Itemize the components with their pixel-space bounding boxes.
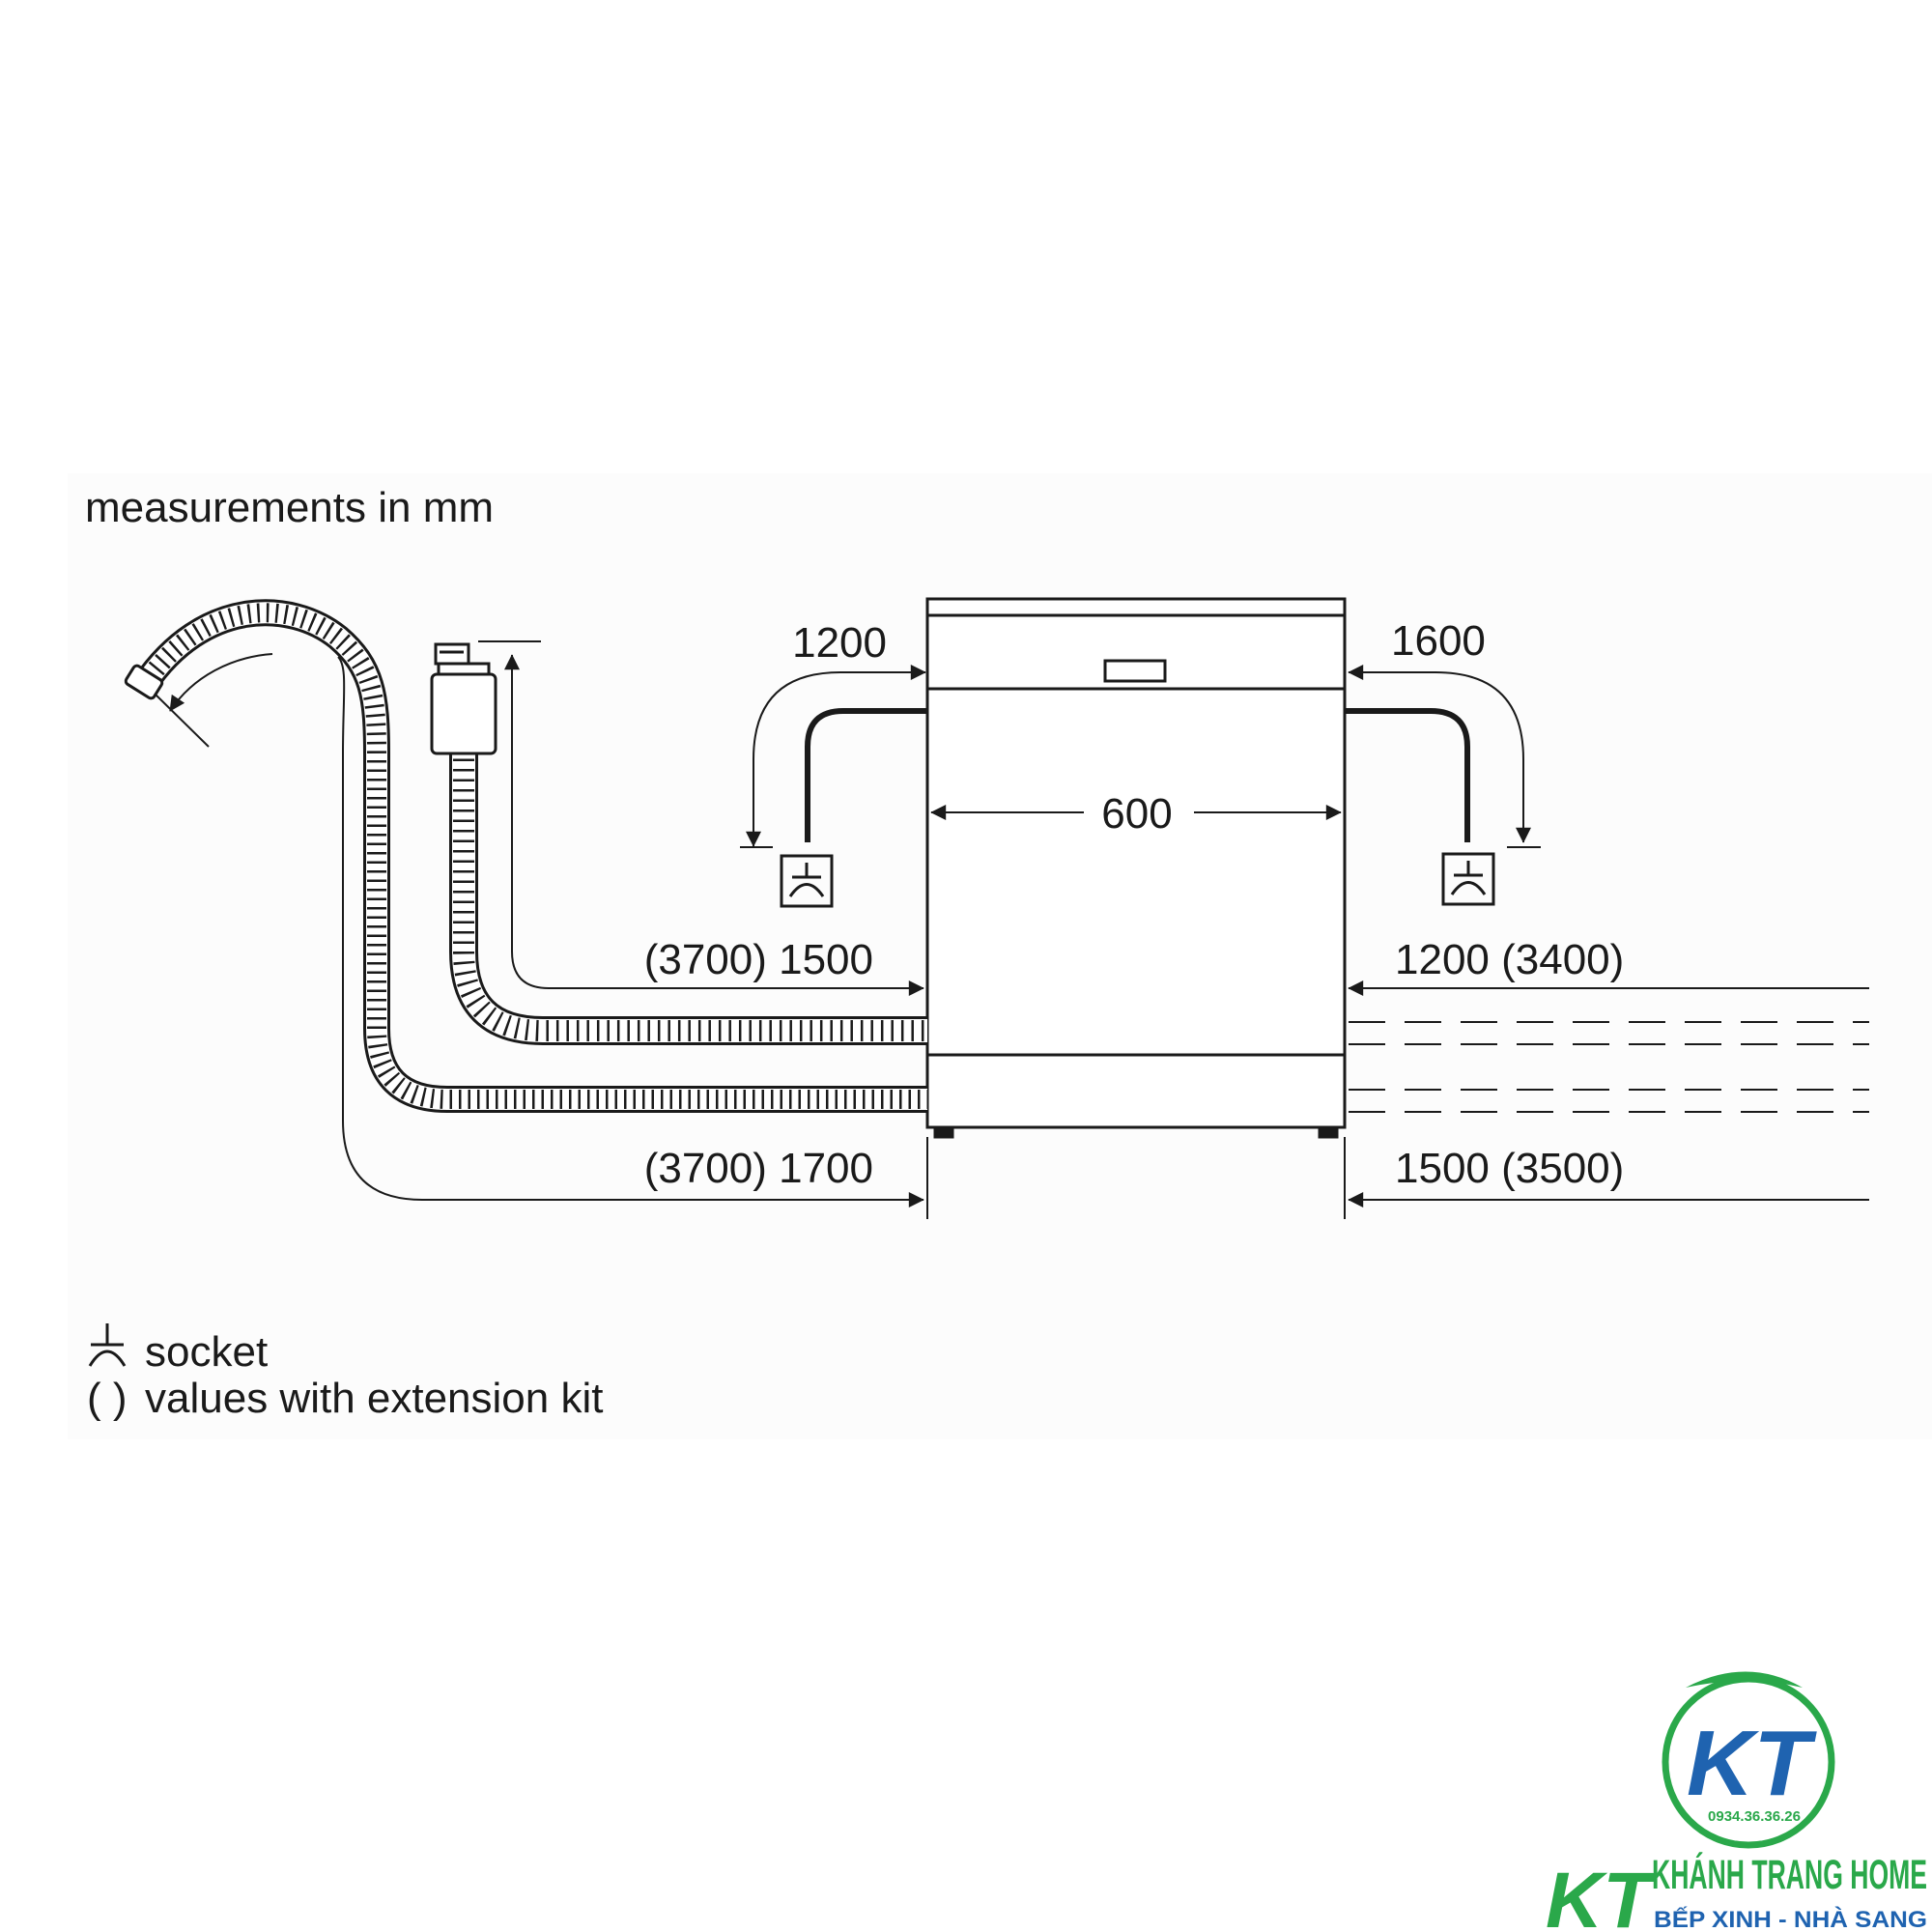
drain-length-arrow	[337, 656, 924, 1208]
legend-socket-label: socket	[145, 1328, 268, 1376]
inlet-length-arrow	[504, 654, 924, 996]
legend-extension-label: values with extension kit	[145, 1375, 603, 1422]
dishwasher	[925, 597, 1347, 1139]
units-note: measurements in mm	[85, 484, 494, 531]
logo-brand: KHÁNH TRANG HOME	[1652, 1852, 1927, 1898]
inlet-hose	[449, 749, 927, 1045]
right-cable-length-arrow	[1348, 665, 1531, 843]
control-display	[1103, 659, 1167, 683]
dishwasher-body	[925, 613, 1347, 1129]
dishwasher-worktop	[925, 597, 1347, 617]
right-upper-length-label: 1200 (3400)	[1395, 936, 1624, 983]
logo-mark: KT	[1546, 1857, 1657, 1932]
watermark-logo: KT 0934.36.36.26 KT KHÁNH TRANG HOME BẾP…	[1546, 1671, 1927, 1932]
logo-slogan: BẾP XINH - NHÀ SANG	[1654, 1906, 1927, 1932]
drain-hose-end	[124, 664, 164, 700]
width-label: 600	[1101, 790, 1172, 838]
right-socket-icon	[1441, 852, 1495, 906]
drain-hose	[133, 599, 927, 1113]
right-lower-length-label: 1500 (3500)	[1395, 1145, 1624, 1192]
legend-socket-icon	[88, 1323, 127, 1367]
right-cable-length-label: 1600	[1391, 617, 1486, 665]
logo-phone: 0934.36.36.26	[1708, 1808, 1801, 1825]
logo-monogram: KT	[1687, 1712, 1817, 1815]
right-upper-hose-dashed	[1349, 1021, 1869, 1045]
right-foot	[1318, 1125, 1339, 1139]
drain-bend-tick	[154, 693, 210, 748]
left-foot	[933, 1125, 954, 1139]
aquastop-valve	[430, 642, 497, 755]
inlet-length-label: (3700) 1500	[644, 936, 873, 983]
drain-bend-arrow	[169, 653, 273, 712]
logo-ring	[1662, 1675, 1835, 1849]
drain-length-label: (3700) 1700	[644, 1145, 873, 1192]
legend-extension-symbol: ( )	[87, 1375, 128, 1422]
left-cable-length-label: 1200	[792, 619, 887, 667]
right-lower-hose-dashed	[1349, 1089, 1869, 1113]
